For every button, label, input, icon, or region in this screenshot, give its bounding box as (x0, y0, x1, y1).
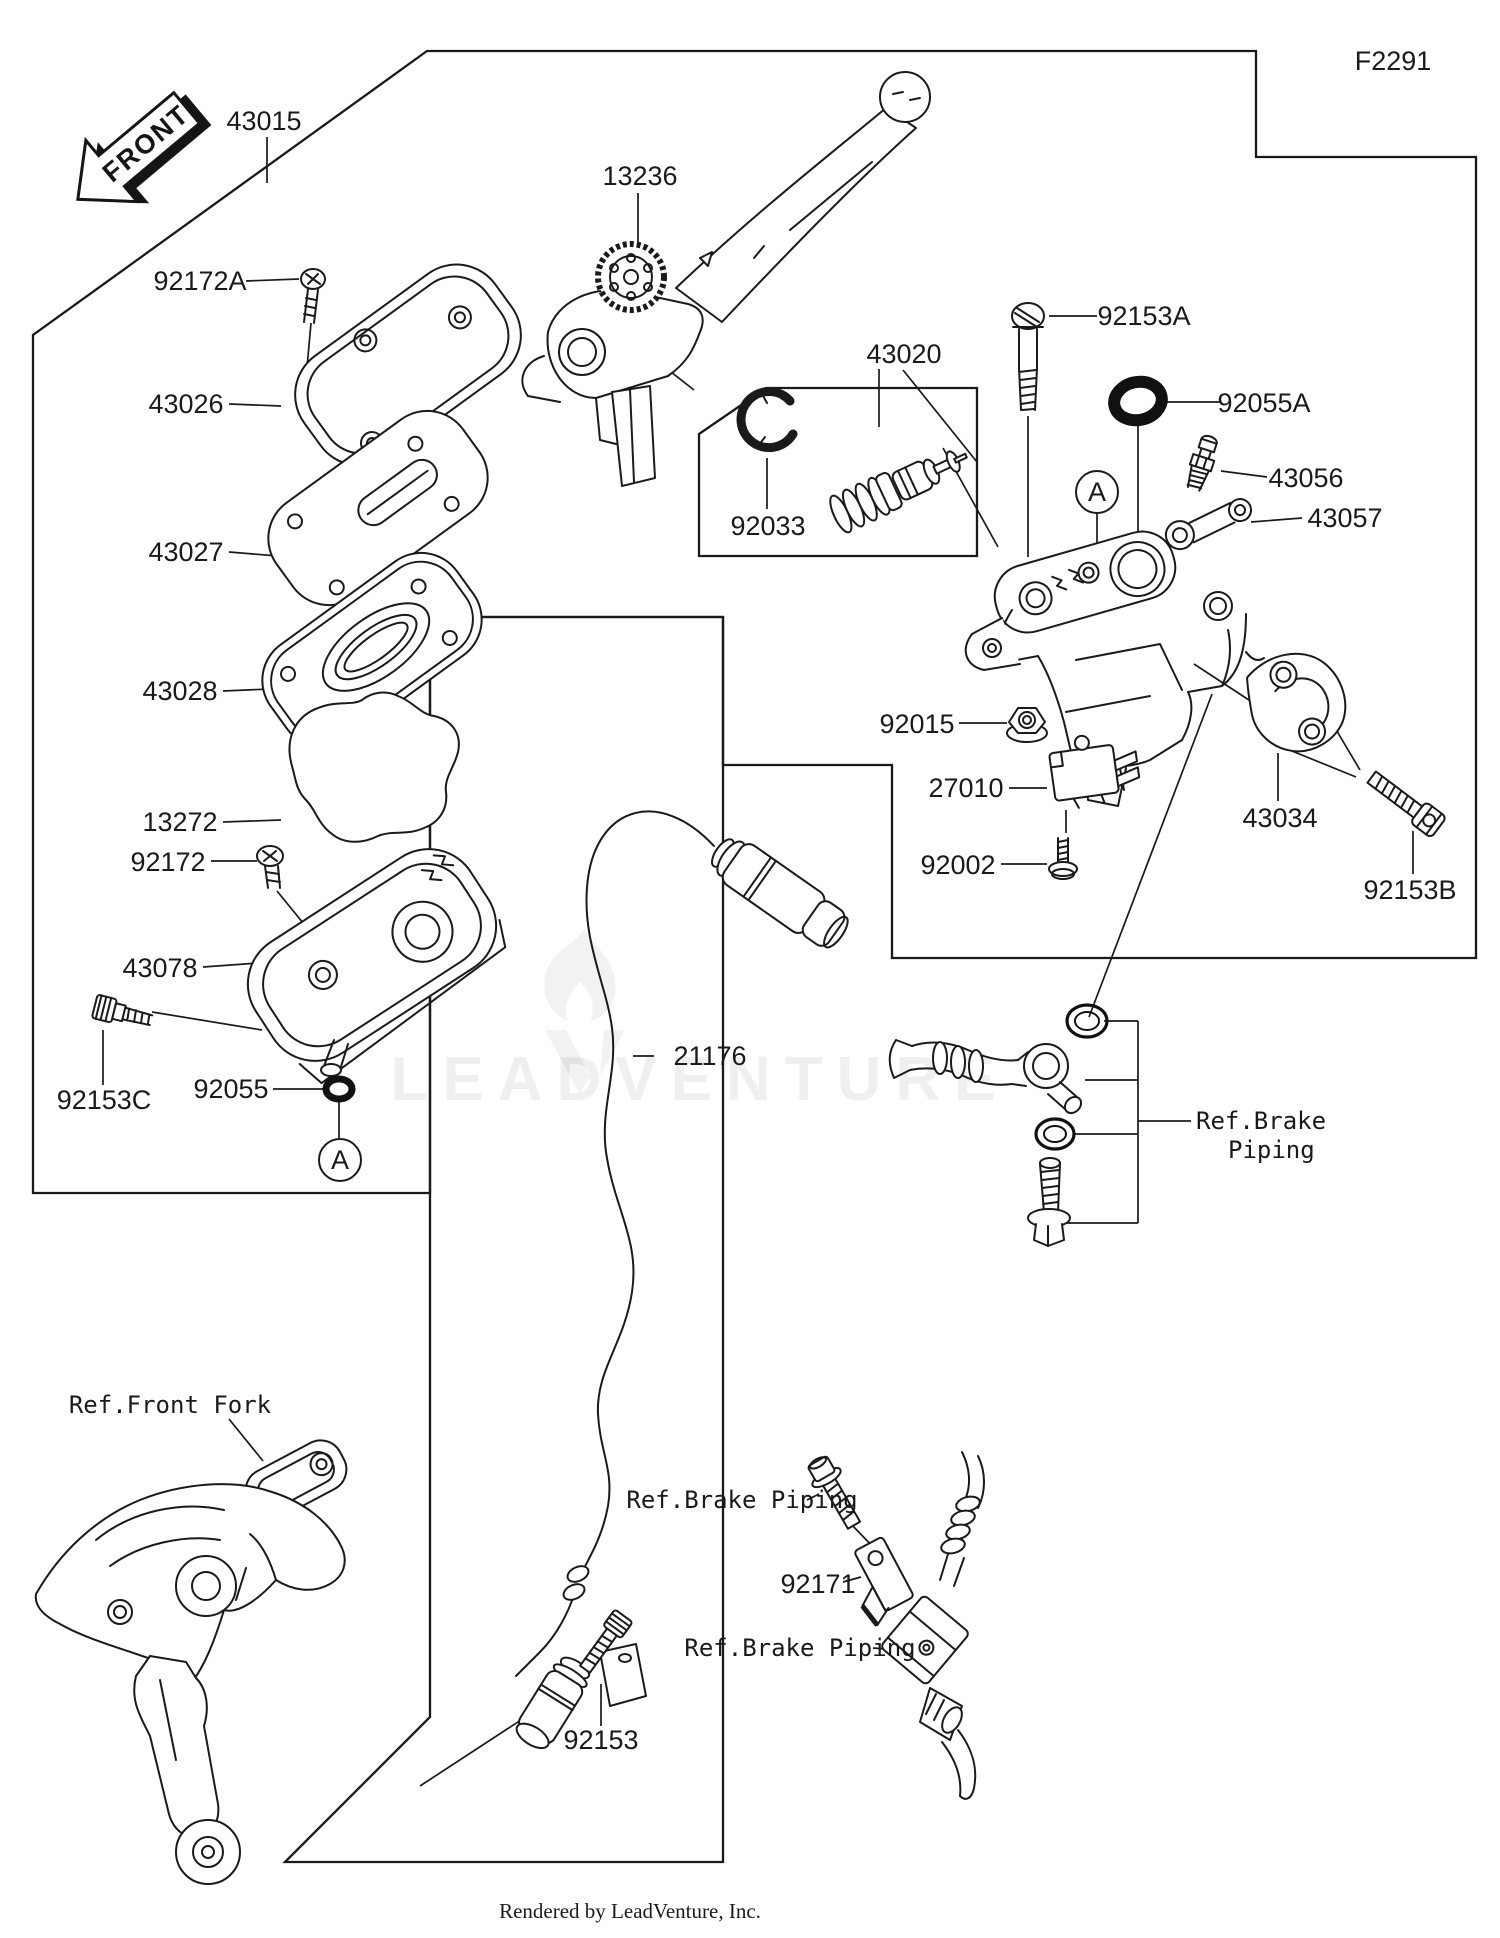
ref-piping-bolt (807, 1455, 862, 1530)
label-21176: 21176 (673, 1041, 746, 1071)
label-92055: 92055 (193, 1074, 268, 1104)
watermark-text: LEADVENTURE (390, 1045, 1009, 1114)
part-bolt-92153 (579, 1609, 633, 1674)
part-brake-lever-13236 (521, 71, 931, 487)
piston-kit-box (697, 386, 979, 558)
label-92153b: 92153B (1363, 875, 1456, 905)
part-oring-92055a (1108, 375, 1168, 427)
part-brake-switch-27010 (1048, 734, 1141, 809)
part-washer-upper-inner (1074, 1011, 1100, 1031)
label-92172a: 92172A (153, 266, 246, 296)
part-screw-92172 (256, 845, 284, 889)
part-circlip-92033 (736, 387, 798, 452)
svg-text:A: A (331, 1145, 349, 1175)
part-washer-lower-inner (1043, 1125, 1067, 1143)
part-bracket-92171 (854, 1536, 914, 1627)
leader-ref-brake-piping-1 (806, 1493, 820, 1501)
part-number-labels: F2291 43015 92172A 43026 43027 43028 132… (57, 46, 1457, 1755)
label-92171: 92171 (780, 1569, 855, 1599)
leader-43056 (1220, 470, 1268, 478)
front-arrow-icon (76, 90, 202, 204)
detail-marker-a-right: A (1075, 470, 1119, 514)
ref-front-fork-drawing (34, 1439, 348, 1885)
watermark-flame-icon (544, 930, 625, 1094)
label-43078: 43078 (122, 953, 197, 983)
bracket-ref-brake-piping (1058, 1020, 1191, 1224)
part-speed-sensor (515, 1643, 647, 1750)
label-43034: 43034 (1242, 803, 1317, 833)
leader-92153c-screw (151, 1011, 263, 1031)
label-43056: 43056 (1268, 463, 1343, 493)
leader-43078 (202, 962, 260, 968)
cable-connector (711, 838, 849, 949)
label-92153a: 92153A (1097, 301, 1190, 331)
label-43057: 43057 (1307, 503, 1382, 533)
part-screw-92002 (1048, 837, 1078, 880)
leader-ref-front-fork (228, 1418, 264, 1462)
leader-43027 (228, 551, 279, 557)
label-43026: 43026 (148, 389, 223, 419)
part-nut-92015 (1006, 707, 1048, 743)
label-ref-brake-piping-1: Ref.Brake Piping (626, 1486, 857, 1514)
leader-43057 (1250, 517, 1303, 523)
leadventure-watermark: LEADVENTURE (390, 930, 1009, 1114)
label-92153c: 92153C (57, 1085, 152, 1115)
leader-clamp-bolt-2 (1286, 748, 1357, 778)
label-43015: 43015 (226, 106, 301, 136)
part-sensor-cable-21176 (515, 810, 849, 1677)
footer-credit: Rendered by LeadVenture, Inc. (499, 1899, 761, 1923)
label-43027: 43027 (148, 537, 223, 567)
part-diaphragm-plate-43028 (261, 551, 483, 749)
label-ref-front-fork: Ref.Front Fork (69, 1391, 272, 1419)
part-master-cylinder-body (964, 530, 1265, 807)
part-washer-upper (1065, 1003, 1109, 1039)
part-brake-hose-banjo (888, 1039, 1083, 1115)
part-piston-kit-43020 (829, 450, 968, 534)
leader-43020-diag (902, 369, 978, 463)
label-92015: 92015 (879, 709, 954, 739)
label-92033: 92033 (730, 511, 805, 541)
label-ref-brake-piping-2: Ref.Brake Piping (684, 1634, 915, 1662)
reference-labels: Ref.Brake Piping Ref.Front Fork Ref.Brak… (69, 1107, 1326, 1662)
label-13236: 13236 (602, 161, 677, 191)
part-reservoir-cover-43026 (294, 263, 522, 467)
leader-cylinder-banjo (1088, 693, 1213, 1018)
lever-adjuster-dial (595, 241, 667, 313)
label-27010: 27010 (928, 773, 1003, 803)
label-43028: 43028 (142, 676, 217, 706)
part-washer-lower (1034, 1117, 1076, 1151)
label-13272: 13272 (142, 807, 217, 837)
part-banjo-bolt (1027, 1157, 1071, 1247)
leader-43026 (228, 403, 282, 407)
figure-code: F2291 (1355, 46, 1432, 76)
part-oring-92055 (322, 1075, 356, 1103)
label-ref-brake-piping-mid-1: Ref.Brake (1196, 1107, 1326, 1135)
part-screw-92172a (300, 268, 326, 324)
part-link-43057 (1164, 498, 1253, 551)
front-direction-arrow: FRONT (76, 90, 212, 204)
leader-92171 (842, 1576, 862, 1583)
part-bolt-92153b (1366, 770, 1446, 838)
leader-92172a (245, 278, 300, 282)
part-screw-92153a (1011, 302, 1045, 411)
svg-text:A: A (1088, 477, 1106, 507)
leader-13272 (222, 819, 282, 823)
label-92002: 92002 (920, 850, 995, 880)
ref-brake-hose-lower (881, 1451, 985, 1800)
label-43020: 43020 (866, 339, 941, 369)
part-diaphragm-13272 (288, 691, 460, 843)
part-bleeder-valve-43056 (1186, 434, 1218, 492)
part-handlebar-clamp-43034 (1246, 652, 1347, 753)
label-92172: 92172 (130, 847, 205, 877)
label-92055a: 92055A (1217, 388, 1310, 418)
label-92153: 92153 (563, 1725, 638, 1755)
part-reservoir-body-43078 (246, 848, 507, 1085)
part-screw-92153c (91, 994, 154, 1027)
detail-marker-a-left: A (318, 1138, 362, 1182)
label-ref-brake-piping-mid-2: Piping (1228, 1136, 1315, 1164)
cable-parts-box (282, 615, 725, 1864)
